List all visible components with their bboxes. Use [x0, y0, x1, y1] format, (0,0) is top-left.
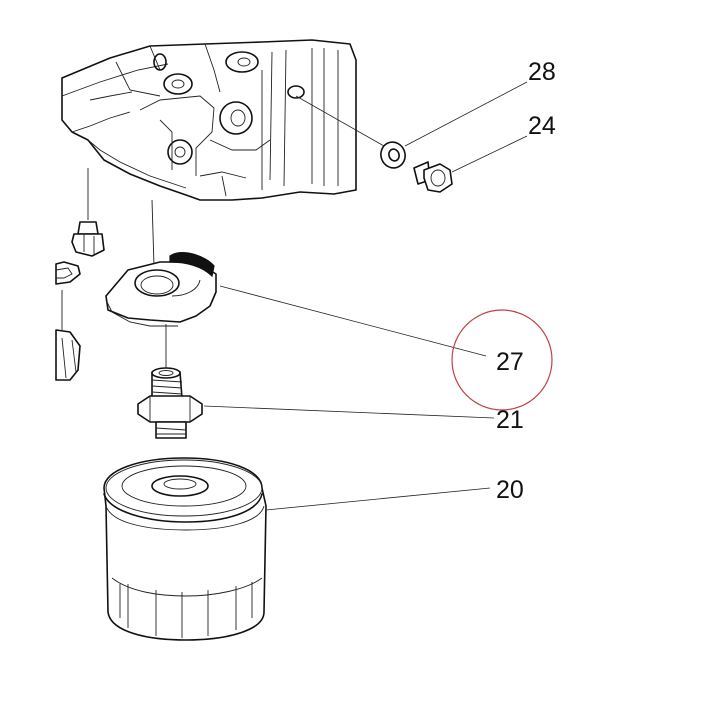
oil-filter-20 [103, 457, 491, 641]
highlight-circle [451, 309, 553, 411]
drain-plug-24 [413, 135, 528, 193]
callout-24: 24 [528, 112, 556, 140]
callout-20: 20 [496, 476, 524, 504]
callout-27: 27 [496, 348, 524, 376]
threaded-nipple-21 [137, 324, 495, 439]
callout-21: 21 [496, 406, 524, 434]
callout-28: 28 [528, 58, 556, 86]
adapter-plate-27 [105, 199, 487, 357]
sealing-washer-28 [295, 81, 528, 169]
engine-block [61, 39, 357, 201]
left-side-parts [55, 168, 105, 381]
